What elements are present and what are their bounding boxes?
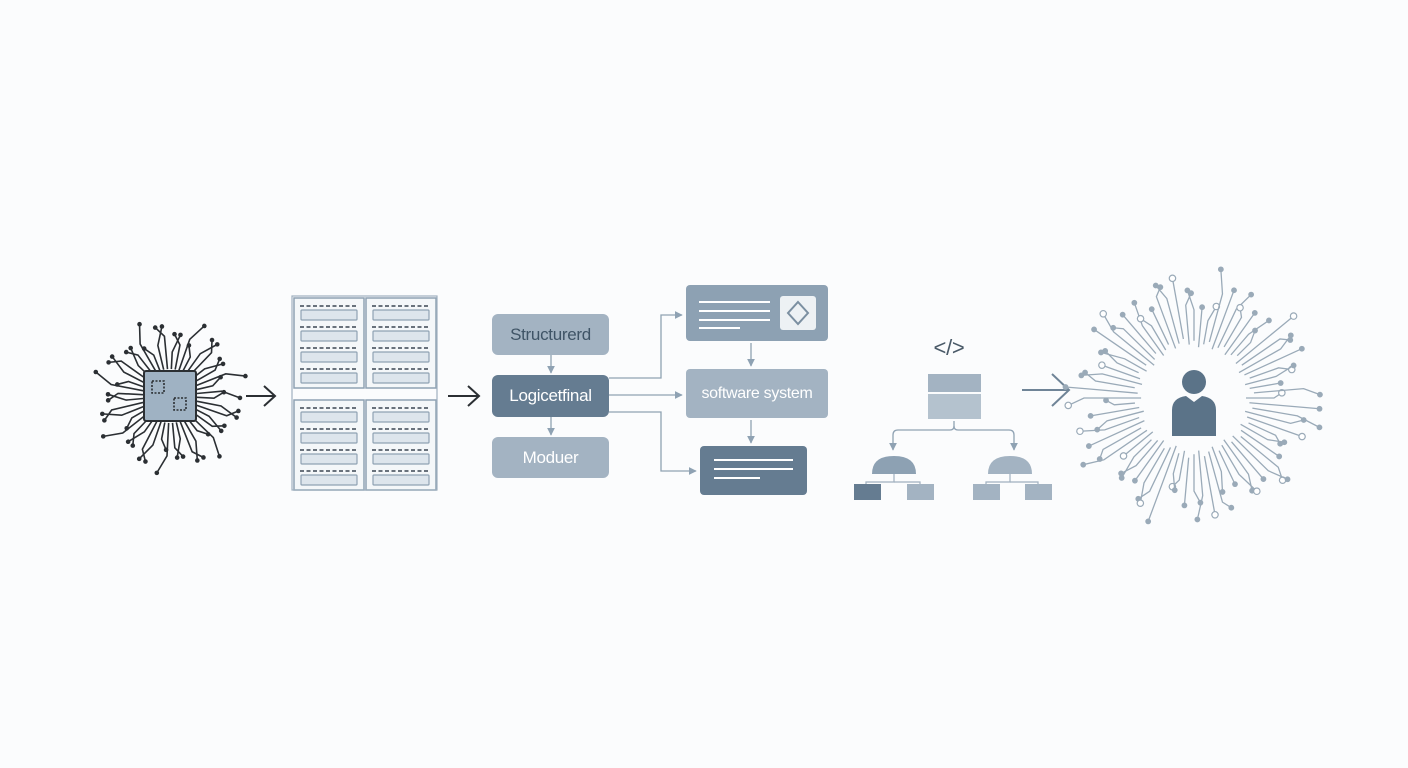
- software-system-box: [686, 369, 828, 418]
- microchip-icon: [93, 321, 248, 476]
- connector-fan: [609, 311, 755, 475]
- module-label: Moduer: [522, 447, 579, 467]
- logical-box: [492, 375, 609, 417]
- structured-box: [492, 314, 609, 355]
- text-lines-icon: [714, 459, 793, 479]
- diamond-tile: [780, 296, 816, 330]
- diamond-icon: [786, 300, 810, 326]
- server-rack-icon: [291, 295, 438, 491]
- logical-label: Logicetfinal: [509, 386, 592, 405]
- flow-arrow-1: [246, 385, 277, 407]
- hierarchy-icon: [854, 374, 1052, 500]
- code-brackets-icon: </>: [933, 335, 965, 360]
- person-network-icon: [1062, 266, 1323, 525]
- bottom-panel-box: [700, 446, 807, 495]
- module-box: [492, 437, 609, 478]
- software-system-label: software system: [701, 384, 813, 402]
- text-lines-icon: [699, 301, 770, 329]
- structured-label: Structurerd: [510, 324, 591, 344]
- flow-arrow-2: [448, 385, 481, 407]
- flow-arrow-3: [1022, 373, 1071, 407]
